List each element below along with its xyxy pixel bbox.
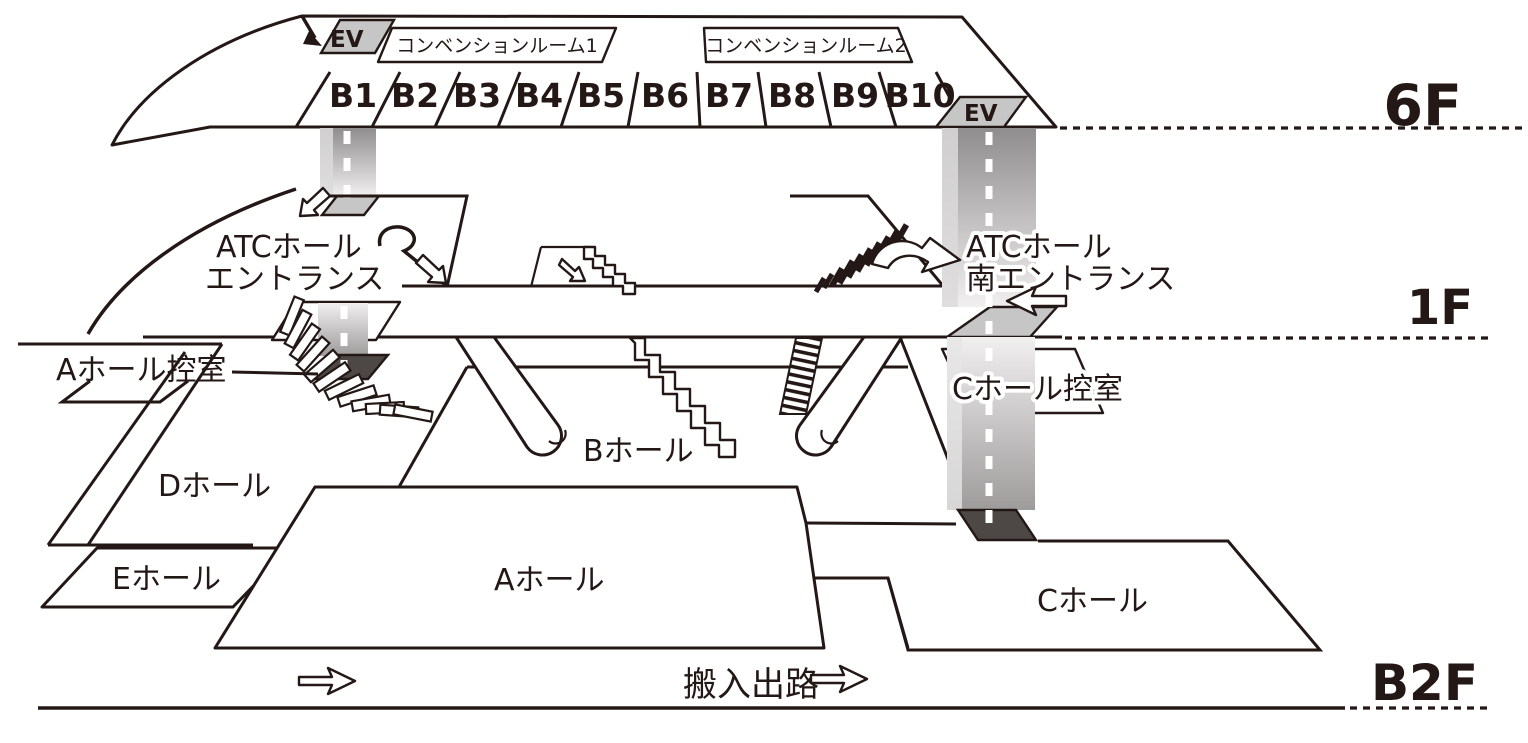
escalator-right [795,335,904,457]
hall-d: Dホール [46,343,271,547]
room-label-b2: B2 [391,76,439,115]
room-label-b6: B6 [641,76,689,115]
entrance-south-label-1: ATCホール [966,230,1112,265]
hall-a-label: Aホール [494,563,605,598]
entrance-portal-right [790,194,946,288]
hall-b-label: Bホール [583,434,694,469]
hall-d-label: Dホール [158,469,271,504]
loading-notch-top [805,521,957,526]
entrance-main-label-2: エントランス [205,262,384,297]
hall-c-label: Cホール [1037,584,1148,619]
stairs-south-entrance [813,223,962,294]
room-label-b5: B5 [577,76,625,115]
room-label-b9: B9 [831,76,879,115]
entrance-arrow-over-stairs-icon [870,236,962,274]
down-right-arrow-icon [557,257,587,283]
elevator-pad-6f-right [933,95,1029,129]
hall-c-waiting-label: Cホール控室 [952,372,1123,407]
room-label-b1: B1 [329,76,377,115]
south-entrance-arrow-icon [1005,285,1068,317]
loading-arrow-left-icon [297,666,357,696]
elevator-label-6f-left: EV [330,27,364,53]
floor-label-1f: 1F [1407,280,1473,336]
elevator-pad-6f-left [318,18,397,55]
entrance-ramp-west [377,225,448,287]
elevator-shaft-right [942,128,1060,542]
entrance-portal-left [323,194,469,288]
hall-a-waiting-label: Aホール控室 [56,353,227,388]
stairs-mid-walkway [529,245,637,296]
hall-a [213,485,826,650]
room-label-b8: B8 [768,76,816,115]
steps-icon [582,245,637,296]
convention-room-2-label: コンベンションルーム2 [705,35,907,57]
floor-6f-slab: EV EV コンベンションルーム1 コンベンションルーム2 B1 B2 B3 B… [110,14,1058,147]
escalator-ramp-hatched [778,337,824,415]
elevator-pad-1f-left [319,194,382,217]
floor-label-6f: 6F [1383,73,1462,139]
entrance-main-label-1: ATCホール [216,230,362,265]
convention-room-1-label: コンベンションルーム1 [396,35,598,57]
loading-route-label: 搬入出路 [683,665,819,705]
hall-b-left-edge [397,366,469,488]
escalator-left [454,335,567,457]
curved-facade-line [86,187,297,335]
elevator-pad-b2f-right [955,508,1039,542]
roof-arrowhead-icon [303,31,322,46]
entrance-south-label-2: 南エントランス [966,262,1175,297]
room-label-b7: B7 [705,76,753,115]
down-left-arrow-icon [298,186,332,218]
room-dividers [294,71,952,128]
elevator-pad-1f-right [943,305,1060,339]
convention-room-2-box [702,26,914,64]
room-label-b10: B10 [884,76,955,115]
down-right-arrow-icon [414,253,448,285]
room-label-b3: B3 [453,76,501,115]
hall-c: Cホール [886,539,1324,652]
room-label-b4: B4 [515,76,563,115]
hall-e-label: Eホール [112,562,221,597]
elevator-label-6f-right: EV [964,101,998,127]
roof-notch-line [300,15,317,39]
stairs-to-b2f [628,336,737,459]
elevator-shaft-left [319,128,382,217]
loading-arrow-right-icon [809,664,869,694]
convention-room-1-box [376,26,618,64]
hall-a-waiting-room: Aホール控室 [18,342,319,404]
floor-label-b2f: B2F [1371,654,1478,712]
loading-notch-bottom [814,576,910,649]
room-labels: B1 B2 B3 B4 B5 B6 B7 B8 B9 B10 [329,76,956,115]
